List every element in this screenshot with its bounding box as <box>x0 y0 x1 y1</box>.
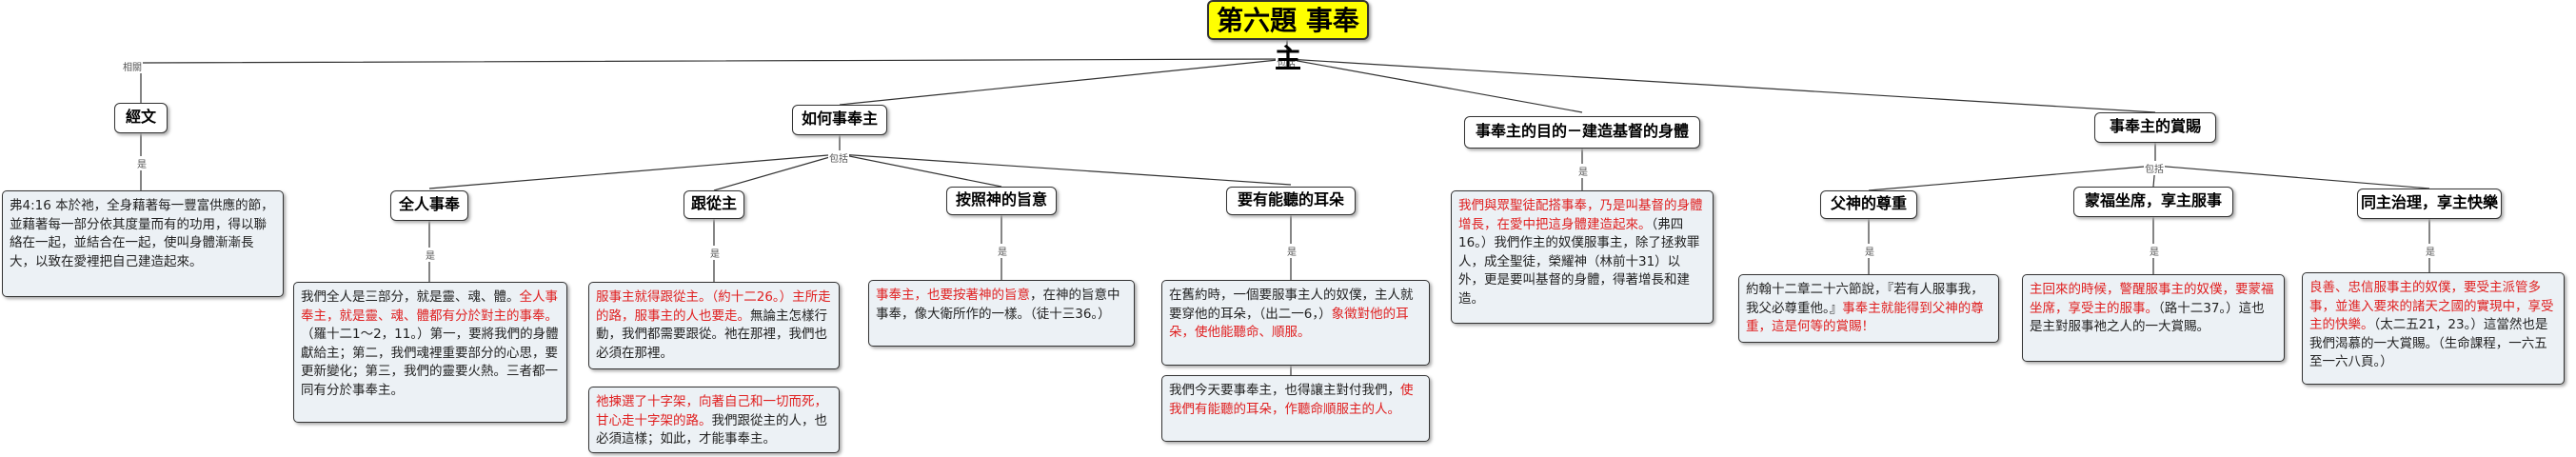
note-fathers-honor: 約翰十二章二十六節說，『若有人服事我，我父必尊重他。』事奉主就能得到父神的尊重，… <box>1738 274 1999 343</box>
note-purpose-segment: 我們與眾聖徒配搭事奉，乃是叫基督的身體增長，在愛中把這身體建造起來。 <box>1458 198 1703 232</box>
subtopic-gods-will[interactable]: 按照神的旨意 <box>946 187 1057 215</box>
link-label-includes: 包括 <box>1276 55 1297 70</box>
note-hearing-ear: 在舊約時，一個要服事主人的奴僕，主人就要穿他的耳朵，（出二一6，）象徵對他的耳朵… <box>1161 280 1430 366</box>
note-reward-0-segment: 事奉主就能得到父神的尊重，這是何等的賞賜！ <box>1746 300 1984 335</box>
subtopic-feast-blessing[interactable]: 蒙福坐席，享主服事 <box>2073 187 2233 217</box>
note-how-3b-segment: 我們今天要事奉主，也得讓主對付我們， <box>1169 383 1400 398</box>
note-feast-blessing: 主回來的時候，警醒服事主的奴僕，要蒙福坐席，享受主的服事。（路十二37。）這也是… <box>2022 274 2285 362</box>
subtopic-whole-person[interactable]: 全人事奉 <box>390 190 468 221</box>
note-purpose-segment: （弗四16。）我們作主的奴僕服事主，除了拯救罪人，成全聖徒，榮耀神（林前十31）… <box>1458 216 1700 307</box>
note-reward-1-segment: 主回來的時候，警醒服事主的奴僕，要蒙福坐席，享受主的服事。 <box>2030 282 2274 316</box>
link-label-is: 是 <box>425 248 436 262</box>
note-how-0-segment: 全人事奉主，就是靈、魂、體都有分於對主的事奉。 <box>301 289 558 324</box>
topic-verse[interactable]: 經文 <box>114 103 168 133</box>
topic-purpose[interactable]: 事奉主的目的－建造基督的身體 <box>1464 116 1700 149</box>
link-label-is: 是 <box>2149 244 2160 258</box>
link-label-includes: 包括 <box>2144 161 2165 175</box>
note-how-0-segment: （羅十二1～2，11。）第一，要將我們的身體獻給主；第二，我們魂裡重要部分的心思… <box>301 327 559 398</box>
note-verse: 弗4:16 本於祂，全身藉著每一豐富供應的節，並藉著每一部分依其度量而有的功用，… <box>2 190 284 297</box>
topic-how-to-serve[interactable]: 如何事奉主 <box>792 105 887 135</box>
note-gods-will: 事奉主，也要按著神的旨意，在神的旨意中事奉，像大衛所作的一樣。（徒十三36。） <box>868 280 1135 347</box>
note-how-1-segment: 服事主就得跟從主。（約十二26。）主所走的路，服事主的人也要走。 <box>596 289 831 324</box>
subtopic-follow-lord[interactable]: 跟從主 <box>684 190 744 219</box>
note-how-3-segment: 象徵對他的耳朵，使他能聽命、順服。 <box>1169 306 1409 341</box>
note-how-0-segment: 我們全人是三部分，就是靈、魂、體。 <box>301 289 520 305</box>
note-whole-person: 我們全人是三部分，就是靈、魂、體。全人事奉主，就是靈、魂、體都有分於對主的事奉。… <box>293 282 567 423</box>
note-how-3-segment: 在舊約時，一個要服事主人的奴僕，主人就要穿他的耳朵，（出二一6，） <box>1169 288 1414 322</box>
note-reward-2-segment: （太二五21，23。）這當然也是我們渴慕的一大賞賜。（生命課程，一六五至一六八頁… <box>2309 317 2548 369</box>
note-follow-lord-cross: 祂揀選了十字架，向著自己和一切而死，甘心走十字架的路。我們跟從主的人，也必須這樣… <box>588 387 840 453</box>
note-how-3b-segment: 使我們有能聽的耳朵，作聽命順服主的人。 <box>1169 383 1414 417</box>
subtopic-reign-with-lord[interactable]: 同主治理，享主快樂 <box>2357 189 2502 219</box>
subtopic-hearing-ear[interactable]: 要有能聽的耳朵 <box>1226 187 1356 215</box>
note-purpose: 我們與眾聖徒配搭事奉，乃是叫基督的身體增長，在愛中把這身體建造起來。（弗四16。… <box>1451 190 1714 324</box>
note-hearing-ear-today: 我們今天要事奉主，也得讓主對付我們，使我們有能聽的耳朵，作聽命順服主的人。 <box>1161 375 1430 442</box>
root-topic[interactable]: 第六題 事奉主 <box>1207 0 1369 74</box>
link-label-is: 是 <box>1286 244 1298 258</box>
note-how-1b-segment: 我們跟從主的人，也必須這樣；如此，才能事奉主。 <box>596 412 827 447</box>
note-reward-1-segment: （路十二37。）這也是主對服事祂之人的一大賞賜。 <box>2030 300 2265 335</box>
link-label-is: 是 <box>709 246 721 260</box>
link-label-is: 是 <box>1577 164 1589 178</box>
link-label-is: 是 <box>1864 244 1875 258</box>
note-follow-lord: 服事主就得跟從主。（約十二26。）主所走的路，服事主的人也要走。無論主怎樣行動，… <box>588 282 840 369</box>
note-reward-0-segment: 約翰十二章二十六節說，『若有人服事我，我父必尊重他。』 <box>1746 282 1984 316</box>
subtopic-fathers-honor[interactable]: 父神的尊重 <box>1820 190 1917 219</box>
link-label-includes: 包括 <box>828 150 849 165</box>
link-label-is: 是 <box>2425 244 2436 258</box>
note-how-2-segment: 事奉主，也要按著神的旨意 <box>876 288 1030 303</box>
note-how-2-segment: ，在神的旨意中事奉，像大衛所作的一樣。（徒十三36。） <box>876 288 1120 322</box>
note-reward-2-segment: 良善、忠信服事主的奴僕，要受主派管多事，並進入要來的諸天之國的實現中，享受主的快… <box>2309 280 2554 332</box>
link-label-is: 是 <box>997 244 1008 258</box>
link-label-is: 是 <box>136 156 148 170</box>
note-how-1b-segment: 祂揀選了十字架，向著自己和一切而死，甘心走十字架的路。 <box>596 394 827 428</box>
topic-reward[interactable]: 事奉主的賞賜 <box>2094 112 2216 143</box>
link-label-related: 相關 <box>122 59 143 73</box>
note-reign-with-lord: 良善、忠信服事主的奴僕，要受主派管多事，並進入要來的諸天之國的實現中，享受主的快… <box>2302 272 2565 385</box>
note-how-1-segment: 無論主怎樣行動，我們都需要跟從。祂在那裡，我們也必須在那裡。 <box>596 308 827 361</box>
